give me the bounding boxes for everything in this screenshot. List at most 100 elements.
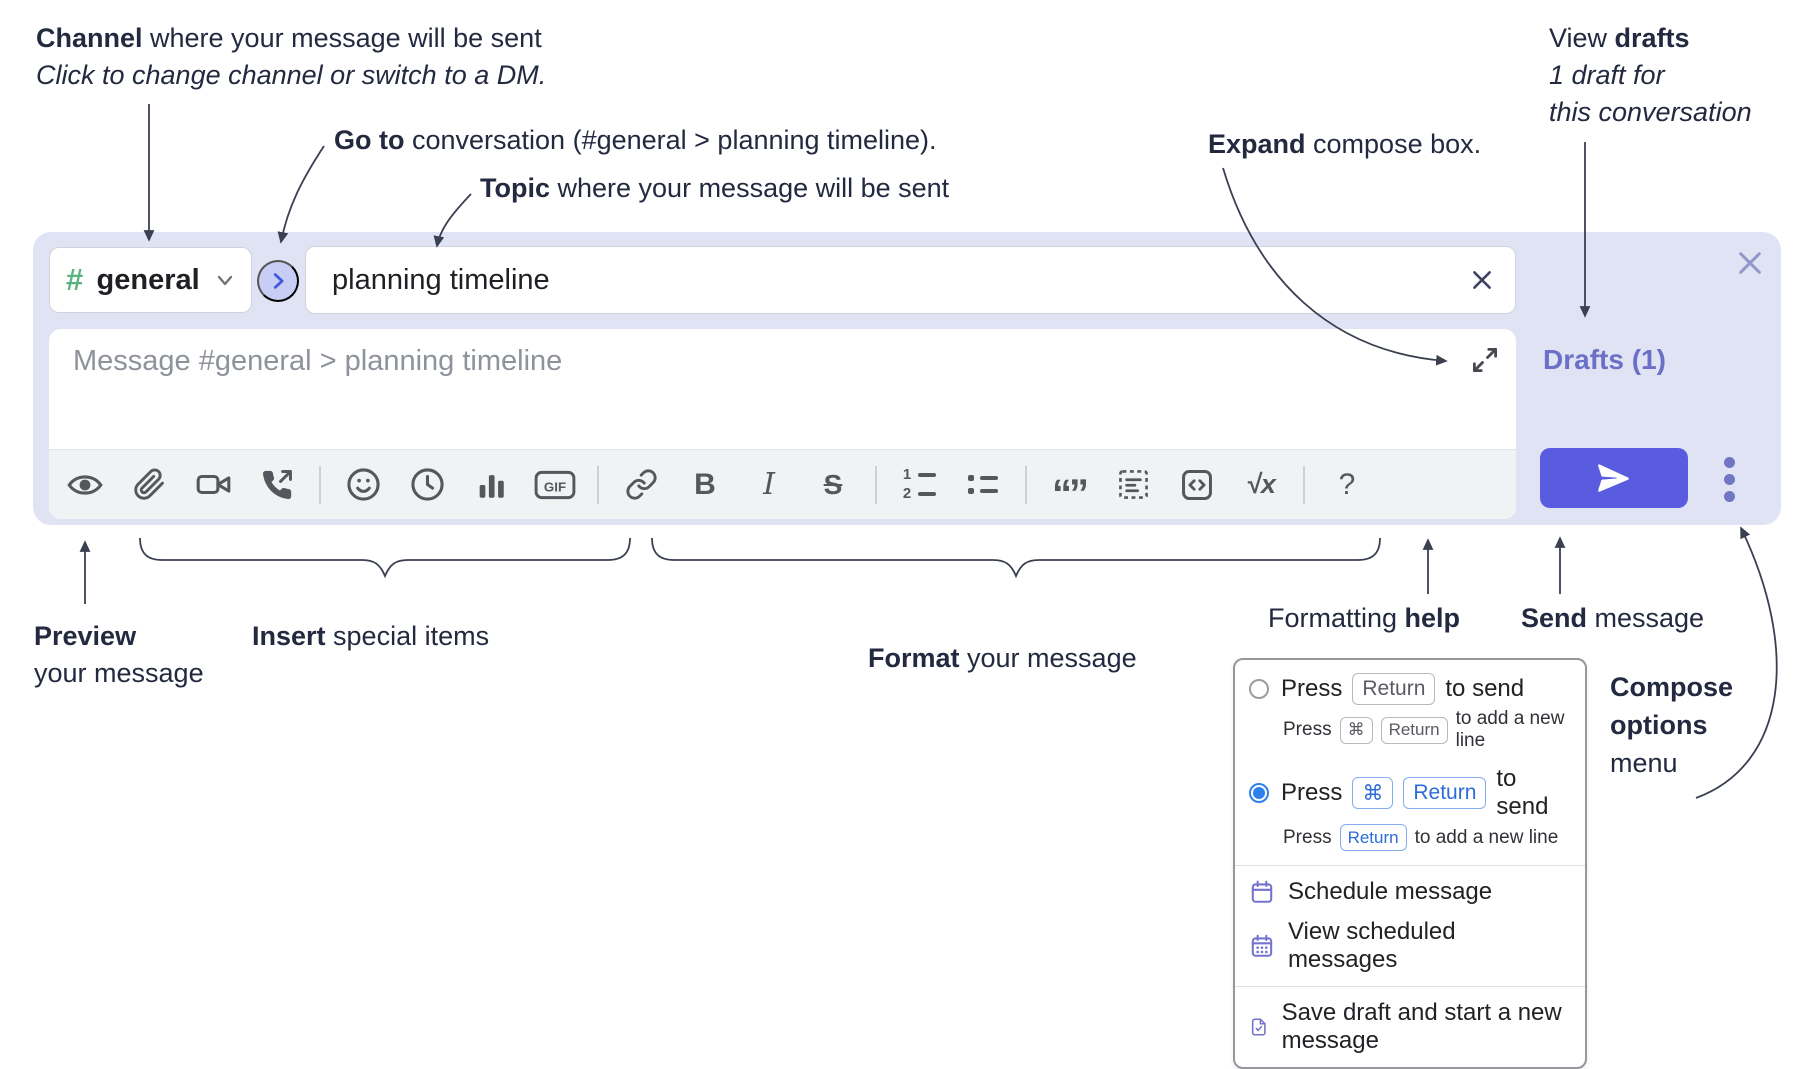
menu-divider	[1235, 986, 1585, 987]
message-compose-box: GIF B I S 1 2	[49, 329, 1516, 519]
toolbar-separator	[1303, 465, 1305, 504]
gif-icon: GIF	[534, 470, 576, 499]
key-return: Return	[1339, 824, 1407, 851]
gif-button[interactable]: GIF	[533, 461, 577, 509]
key-cmd: ⌘	[1352, 777, 1394, 809]
kebab-dot	[1723, 490, 1735, 502]
expand-icon	[1473, 348, 1497, 372]
video-camera-icon	[196, 474, 230, 495]
key-cmd: ⌘	[1339, 716, 1373, 744]
annotation-view-drafts: View drafts 1 draft for this conversatio…	[1549, 23, 1752, 127]
radio-unselected-icon[interactable]	[1249, 679, 1269, 699]
formatting-help-button[interactable]: ?	[1325, 461, 1369, 509]
topic-field[interactable]	[305, 246, 1516, 314]
poll-button[interactable]	[469, 461, 513, 509]
ordered-list-button[interactable]: 1 2	[897, 461, 941, 509]
paperclip-icon	[133, 468, 164, 500]
bulleted-list-icon	[968, 475, 998, 494]
key-return: Return	[1403, 777, 1487, 809]
toolbar-separator	[875, 465, 877, 504]
annotation-topic: Topic where your message will be sent	[480, 173, 950, 203]
menu-item-schedule-message[interactable]: Schedule message	[1235, 872, 1585, 912]
menu-item-save-draft[interactable]: Save draft and start a new message	[1235, 993, 1585, 1061]
link-icon	[625, 469, 657, 500]
eye-icon	[67, 474, 103, 495]
annotation-expand: Expand compose box.	[1208, 129, 1482, 159]
key-return: Return	[1380, 716, 1448, 744]
video-clip-button[interactable]	[191, 461, 235, 509]
annotation-channel: Channel where your message will be sent …	[36, 23, 547, 90]
option-return-to-send-hint: Press ⌘ Return to add a new line	[1283, 708, 1565, 751]
close-icon	[1473, 271, 1491, 289]
key-return: Return	[1352, 673, 1436, 705]
channel-name: general	[96, 263, 200, 296]
code-icon	[1182, 469, 1212, 500]
chevron-down-icon	[217, 275, 233, 286]
send-button[interactable]	[1540, 448, 1688, 508]
annotation-goto: Go to conversation (#general > planning …	[334, 125, 937, 155]
link-button[interactable]	[619, 461, 663, 509]
quote-icon: “”	[1052, 471, 1089, 516]
channel-hash-icon: #	[66, 262, 84, 297]
code-block-button[interactable]	[1111, 461, 1155, 509]
calendar-grid-icon	[1251, 934, 1273, 957]
sqrt-icon: √x	[1246, 469, 1276, 499]
option-return-to-send[interactable]: Press Return to send	[1235, 668, 1585, 707]
expand-compose-button[interactable]	[1468, 343, 1502, 377]
arrow-goto	[277, 145, 325, 244]
annotation-send-message: Send message	[1521, 603, 1705, 633]
annotation-compose-options: Compose options menu	[1610, 672, 1734, 778]
toolbar-separator	[1025, 465, 1027, 504]
kebab-dot	[1723, 473, 1735, 485]
brace-insert	[139, 537, 631, 579]
annotated-compose-tutorial: { "annotations": { "channel_line1_bold":…	[33, 23, 1781, 1069]
compose-options-menu: Press Return to send Press ⌘ Return to a…	[1233, 658, 1587, 1069]
annotation-preview: Preview your message	[34, 621, 204, 688]
strikethrough-button[interactable]: S	[811, 461, 855, 509]
bold-button[interactable]: B	[683, 461, 727, 509]
option-cmd-return-to-send-hint: Press Return to add a new line	[1235, 823, 1585, 859]
radio-selected-icon[interactable]	[1249, 783, 1269, 803]
annotation-formatting-help: Formatting help	[1268, 603, 1461, 633]
menu-divider	[1235, 865, 1585, 866]
brace-format	[651, 537, 1381, 579]
compose-panel: # general	[33, 232, 1781, 525]
bulleted-list-button[interactable]	[961, 461, 1005, 509]
code-block-icon	[1118, 470, 1148, 499]
clear-topic-button[interactable]	[1465, 263, 1499, 297]
recent-files-button[interactable]	[405, 461, 449, 509]
menu-item-view-scheduled[interactable]: View scheduled messages	[1235, 912, 1585, 980]
phone-forward-icon	[262, 469, 292, 499]
attach-file-button[interactable]	[127, 461, 171, 509]
annotation-format: Format your message	[868, 643, 1137, 673]
draft-check-icon	[1251, 1018, 1266, 1036]
chevron-right-icon	[273, 273, 284, 289]
compose-options-button[interactable]	[1714, 454, 1744, 504]
formatting-toolbar: GIF B I S 1 2	[49, 449, 1516, 519]
send-icon	[1598, 464, 1629, 492]
close-compose-button[interactable]	[1733, 246, 1767, 280]
emoji-button[interactable]	[341, 461, 385, 509]
annotation-insert: Insert special items	[252, 621, 490, 651]
clock-icon	[410, 468, 444, 501]
emoji-smile-icon	[346, 468, 380, 501]
message-input[interactable]	[49, 329, 1516, 445]
preview-button[interactable]	[63, 461, 107, 509]
topic-input[interactable]	[330, 262, 1465, 298]
blockquote-button[interactable]: “”	[1047, 461, 1091, 516]
ordered-list-icon: 1 2	[902, 467, 936, 501]
option-cmd-return-to-send[interactable]: Press ⌘ Return to send	[1235, 760, 1585, 823]
close-icon	[1739, 252, 1761, 274]
goto-conversation-button[interactable]	[257, 260, 299, 302]
bar-chart-icon	[479, 474, 504, 498]
formula-button[interactable]: √x	[1239, 461, 1283, 509]
inline-code-button[interactable]	[1175, 461, 1219, 509]
audio-call-button[interactable]	[255, 461, 299, 509]
toolbar-separator	[597, 465, 599, 504]
calendar-icon	[1251, 880, 1273, 903]
channel-selector-button[interactable]: # general	[49, 247, 252, 313]
italic-button[interactable]: I	[747, 461, 791, 509]
svg-text:GIF: GIF	[544, 479, 566, 494]
toolbar-separator	[319, 465, 321, 504]
drafts-link[interactable]: Drafts (1)	[1543, 344, 1666, 375]
